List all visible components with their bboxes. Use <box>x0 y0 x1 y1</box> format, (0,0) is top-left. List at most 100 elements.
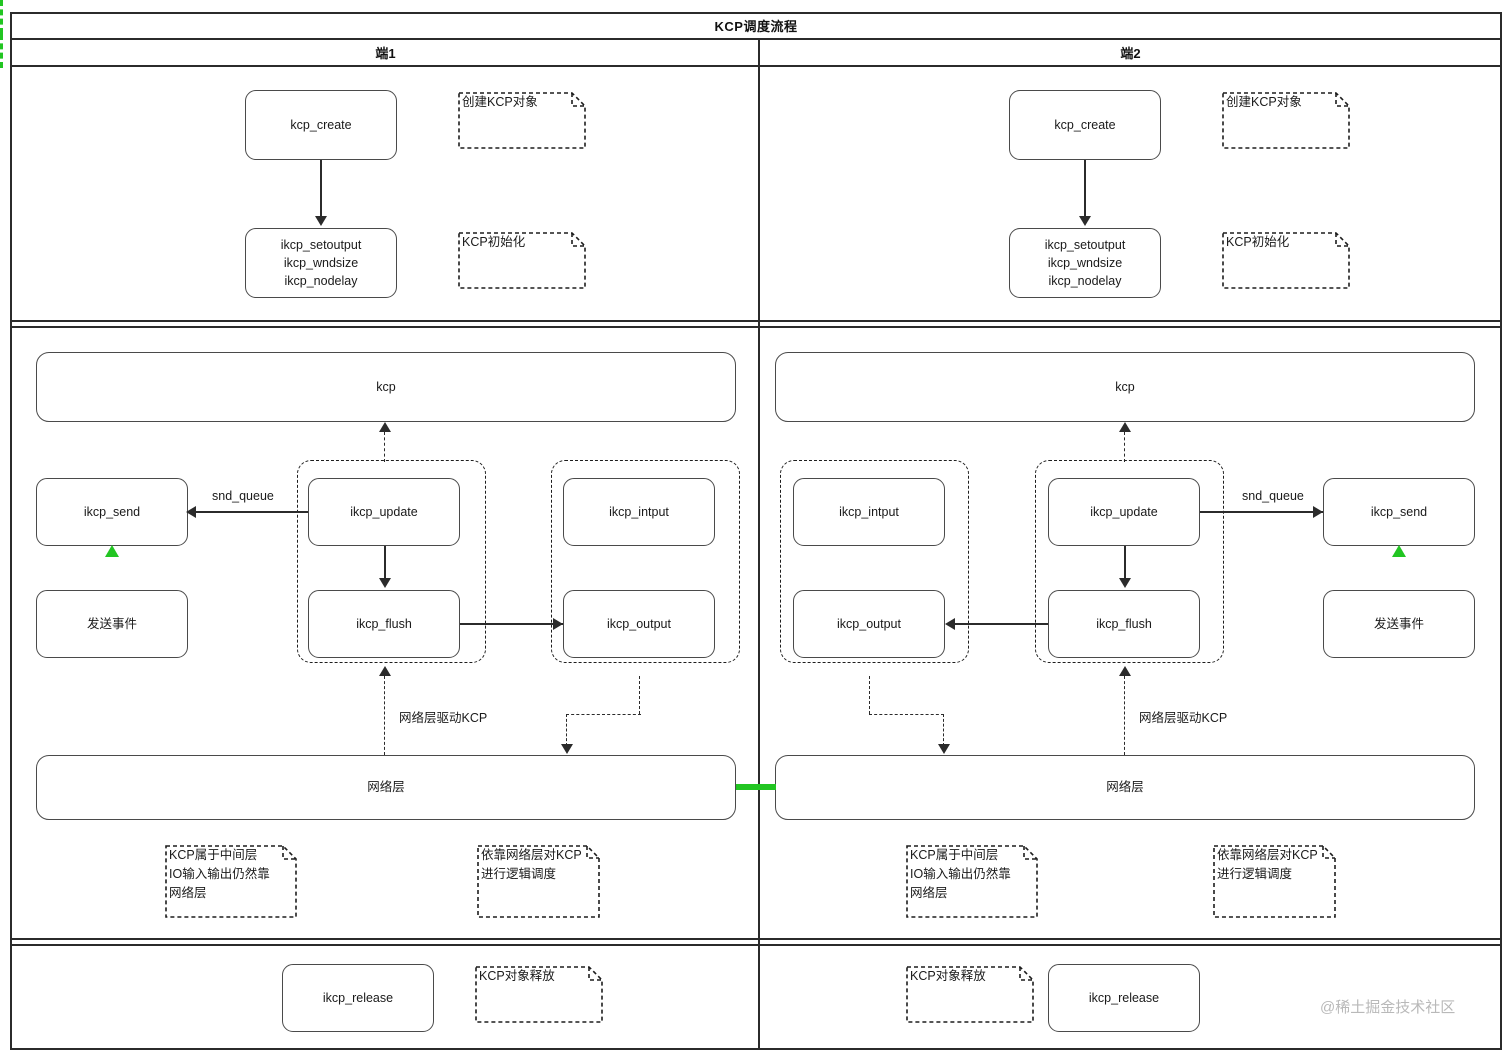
right-note-init-text: KCP初始化 <box>1226 235 1290 249</box>
right-snd-queue-line <box>1200 511 1323 513</box>
right-kcp-init-label: ikcp_setoutput ikcp_wndsize ikcp_nodelay <box>1044 237 1126 289</box>
left-kcp-layer-box[interactable]: kcp <box>36 352 736 422</box>
left-note-create: 创建KCP对象 <box>458 92 586 149</box>
right-ikcp-release-box[interactable]: ikcp_release <box>1048 964 1200 1032</box>
left-network-layer-box[interactable]: 网络层 <box>36 755 736 820</box>
right-note-schedule: 依靠网络层对KCP 进行逻辑调度 <box>1213 845 1336 918</box>
right-update-to-flush-line <box>1124 546 1126 580</box>
right-output-down-seg1 <box>869 676 870 714</box>
note-shape-icon <box>1222 92 1350 149</box>
left-update-flush-group <box>297 460 486 663</box>
section-divider-setup-runtime-b <box>10 326 1502 328</box>
right-output-down-seg2 <box>869 714 944 715</box>
left-ikcp-send-box[interactable]: ikcp_send <box>36 478 188 546</box>
left-ikcp-flush-box[interactable]: ikcp_flush <box>308 590 460 658</box>
left-flush-to-output-line <box>460 623 563 625</box>
left-send-event-box[interactable]: 发送事件 <box>36 590 188 658</box>
left-setup-edge <box>320 160 322 218</box>
right-network-layer-box[interactable]: 网络层 <box>775 755 1475 820</box>
section-divider-runtime-teardown-b <box>10 944 1502 946</box>
section-divider-runtime-teardown-a <box>10 938 1502 940</box>
note-shape-icon <box>458 92 586 149</box>
note-shape-icon <box>1213 845 1336 918</box>
right-ikcp-flush-box[interactable]: ikcp_flush <box>1048 590 1200 658</box>
right-snd-queue-arrowhead <box>1313 506 1323 518</box>
note-shape-icon <box>458 232 586 289</box>
note-shape-icon <box>906 845 1038 918</box>
left-update-to-kcp-line <box>384 432 385 462</box>
title-divider <box>10 38 1502 40</box>
note-shape-icon <box>906 966 1034 1023</box>
right-ikcp-output-box[interactable]: ikcp_output <box>793 590 945 658</box>
right-ikcp-send-box[interactable]: ikcp_send <box>1323 478 1475 546</box>
right-setup-edge <box>1084 160 1086 218</box>
left-event-to-send-line <box>0 0 3 34</box>
left-ikcp-update-box[interactable]: ikcp_update <box>308 478 460 546</box>
left-ikcp-intput-box[interactable]: ikcp_intput <box>563 478 715 546</box>
left-snd-queue-line <box>196 511 308 513</box>
note-shape-icon <box>1222 232 1350 289</box>
left-kcp-init-box[interactable]: ikcp_setoutput ikcp_wndsize ikcp_nodelay <box>245 228 397 298</box>
section-divider-setup-runtime-a <box>10 320 1502 322</box>
right-output-down-seg3 <box>943 714 944 746</box>
left-kcp-init-label: ikcp_setoutput ikcp_wndsize ikcp_nodelay <box>280 237 362 289</box>
left-note-release: KCP对象释放 <box>475 966 603 1023</box>
left-note-schedule: 依靠网络层对KCP 进行逻辑调度 <box>477 845 600 918</box>
left-note-release-text: KCP对象释放 <box>479 969 555 983</box>
left-kcp-create-box[interactable]: kcp_create <box>245 90 397 160</box>
right-input-output-group <box>780 460 969 663</box>
right-kcp-create-box[interactable]: kcp_create <box>1009 90 1161 160</box>
right-note-create: 创建KCP对象 <box>1222 92 1350 149</box>
right-setup-arrowhead <box>1079 216 1091 226</box>
left-note-schedule-text: 依靠网络层对KCP 进行逻辑调度 <box>481 848 582 881</box>
left-snd-queue-arrowhead <box>186 506 196 518</box>
left-ikcp-output-box[interactable]: ikcp_output <box>563 590 715 658</box>
left-note-middle: KCP属于中间层 IO输入输出仍然靠 网络层 <box>165 845 297 918</box>
right-event-to-send-line <box>0 34 3 68</box>
left-note-middle-text: KCP属于中间层 IO输入输出仍然靠 网络层 <box>169 848 270 900</box>
right-ikcp-update-box[interactable]: ikcp_update <box>1048 478 1200 546</box>
right-flush-to-output-line <box>955 623 1048 625</box>
right-note-release-text: KCP对象释放 <box>910 969 986 983</box>
site-watermark: @稀土掘金技术社区 <box>1320 999 1456 1016</box>
right-note-init: KCP初始化 <box>1222 232 1350 289</box>
left-output-down-seg3 <box>566 714 567 746</box>
lane-header-right: 端2 <box>1120 46 1141 61</box>
network-link-connector-left <box>736 784 760 790</box>
right-note-middle-text: KCP属于中间层 IO输入输出仍然靠 网络层 <box>910 848 1011 900</box>
left-update-to-flush-arrowhead <box>379 578 391 588</box>
diagram-title: KCP调度流程 <box>714 18 798 34</box>
network-link-connector-right <box>760 784 776 790</box>
left-update-to-kcp-arrowhead <box>379 422 391 432</box>
left-note-init: KCP初始化 <box>458 232 586 289</box>
left-output-down-seg1 <box>639 676 640 714</box>
left-update-to-flush-line <box>384 546 386 580</box>
right-note-release: KCP对象释放 <box>906 966 1034 1023</box>
left-snd-queue-label: snd_queue <box>209 489 277 503</box>
right-network-drive-label: 网络层驱动KCP <box>1136 707 1231 726</box>
left-flush-to-output-arrowhead <box>553 618 563 630</box>
right-update-to-flush-arrowhead <box>1119 578 1131 588</box>
lane-header-left: 端1 <box>375 46 396 61</box>
left-output-down-seg2 <box>566 714 641 715</box>
right-snd-queue-label: snd_queue <box>1239 489 1307 503</box>
right-network-drive-arrowhead <box>1119 666 1131 676</box>
lane-vertical-divider <box>758 40 760 1050</box>
right-update-to-kcp-arrowhead <box>1119 422 1131 432</box>
right-note-schedule-text: 依靠网络层对KCP 进行逻辑调度 <box>1217 848 1318 881</box>
right-kcp-init-box[interactable]: ikcp_setoutput ikcp_wndsize ikcp_nodelay <box>1009 228 1161 298</box>
left-note-init-text: KCP初始化 <box>462 235 526 249</box>
right-kcp-layer-box[interactable]: kcp <box>775 352 1475 422</box>
left-network-drive-arrowhead <box>379 666 391 676</box>
note-shape-icon <box>477 845 600 918</box>
right-note-middle: KCP属于中间层 IO输入输出仍然靠 网络层 <box>906 845 1038 918</box>
left-ikcp-release-box[interactable]: ikcp_release <box>282 964 434 1032</box>
right-output-down-arrowhead <box>938 744 950 754</box>
right-update-to-kcp-line <box>1124 432 1125 462</box>
left-input-output-group <box>551 460 740 663</box>
right-send-event-box[interactable]: 发送事件 <box>1323 590 1475 658</box>
right-ikcp-intput-box[interactable]: ikcp_intput <box>793 478 945 546</box>
left-output-down-arrowhead <box>561 744 573 754</box>
diagram-outer-frame <box>10 12 1502 1050</box>
